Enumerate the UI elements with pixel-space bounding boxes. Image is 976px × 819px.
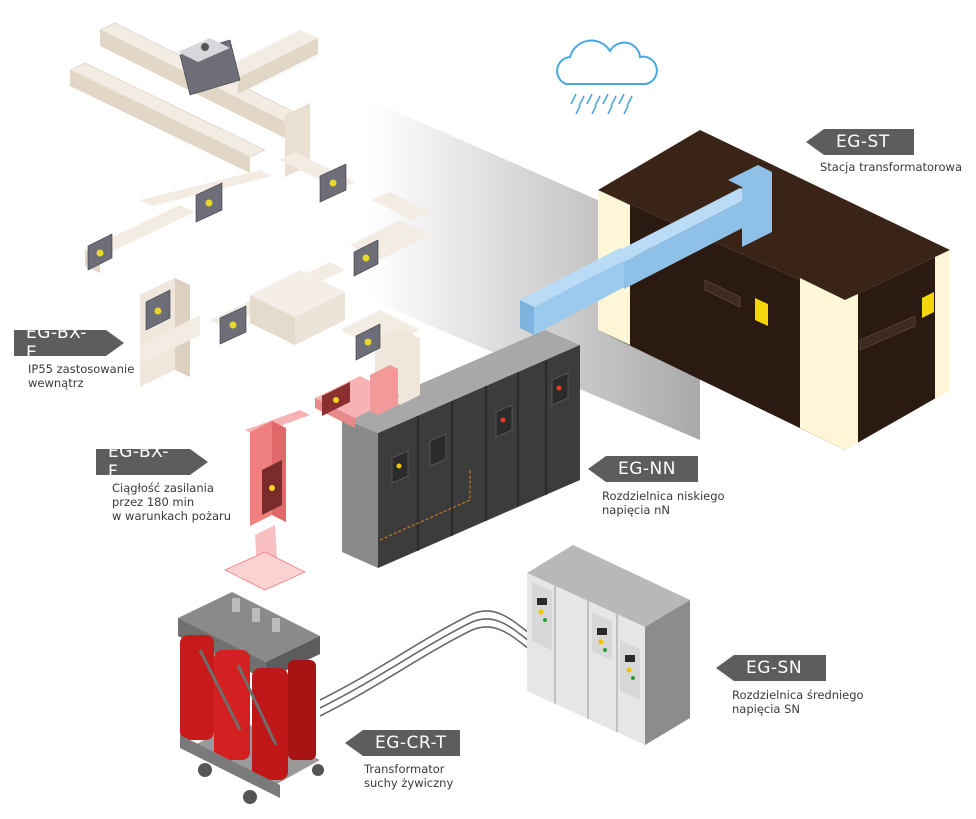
desc-eg-sn-line-2: napięcia SN: [732, 702, 801, 716]
desc-eg-nn: Rozdzielnica niskiego napięcia nN: [602, 489, 725, 517]
desc-eg-bx-f-line-1: Ciągłość zasilania: [112, 481, 214, 495]
desc-eg-bx-f-line-3: w warunkach pożaru: [112, 509, 232, 523]
desc-eg-nn-line-1: Rozdzielnica niskiego: [602, 489, 725, 503]
desc-eg-cr-t-line-2: suchy żywiczny: [364, 776, 454, 790]
tag-eg-bx-e: EG-BX-E: [14, 330, 124, 356]
tag-eg-nn-code: EG-NN: [618, 459, 676, 479]
desc-eg-bx-e-line-1: IP55 zastosowanie: [28, 362, 135, 376]
rain-cloud-icon: [556, 39, 658, 115]
tag-eg-sn: EG-SN: [716, 655, 826, 681]
tag-eg-cr-t-code: EG-CR-T: [375, 733, 447, 753]
desc-eg-bx-f-line-2: przez 180 min: [112, 495, 195, 509]
mv-switchgear: [527, 545, 690, 745]
tag-eg-nn: EG-NN: [588, 456, 698, 482]
cables: [319, 610, 541, 717]
tag-eg-st-code: EG-ST: [836, 132, 890, 152]
desc-eg-nn-line-2: napięcia nN: [602, 503, 671, 517]
tag-eg-st: EG-ST: [806, 129, 914, 155]
lv-switchboard: [342, 330, 580, 568]
busway-cream: [69, 22, 430, 405]
desc-eg-cr-t: Transformator suchy żywiczny: [364, 762, 453, 790]
tag-eg-bx-f: EG-BX-F: [96, 449, 208, 475]
desc-eg-sn: Rozdzielnica średniego napięcia SN: [732, 688, 864, 716]
wall: [370, 100, 700, 440]
tag-eg-cr-t: EG-CR-T: [345, 730, 460, 756]
desc-eg-bx-f: Ciągłość zasilania przez 180 min w warun…: [112, 481, 231, 523]
desc-eg-st-line-1: Stacja transformatorowa: [820, 160, 963, 174]
desc-eg-bx-e: IP55 zastosowanie wewnątrz: [28, 362, 134, 390]
desc-eg-bx-e-line-2: wewnątrz: [28, 376, 84, 390]
desc-eg-st: Stacja transformatorowa: [820, 160, 962, 174]
tag-eg-sn-code: EG-SN: [746, 658, 803, 678]
busway-red: [224, 365, 400, 591]
busway-blue: [520, 165, 772, 335]
dry-transformer: [178, 592, 324, 804]
transformer-station: [598, 130, 950, 450]
desc-eg-cr-t-line-1: Transformator: [364, 762, 445, 776]
desc-eg-sn-line-1: Rozdzielnica średniego: [732, 688, 864, 702]
